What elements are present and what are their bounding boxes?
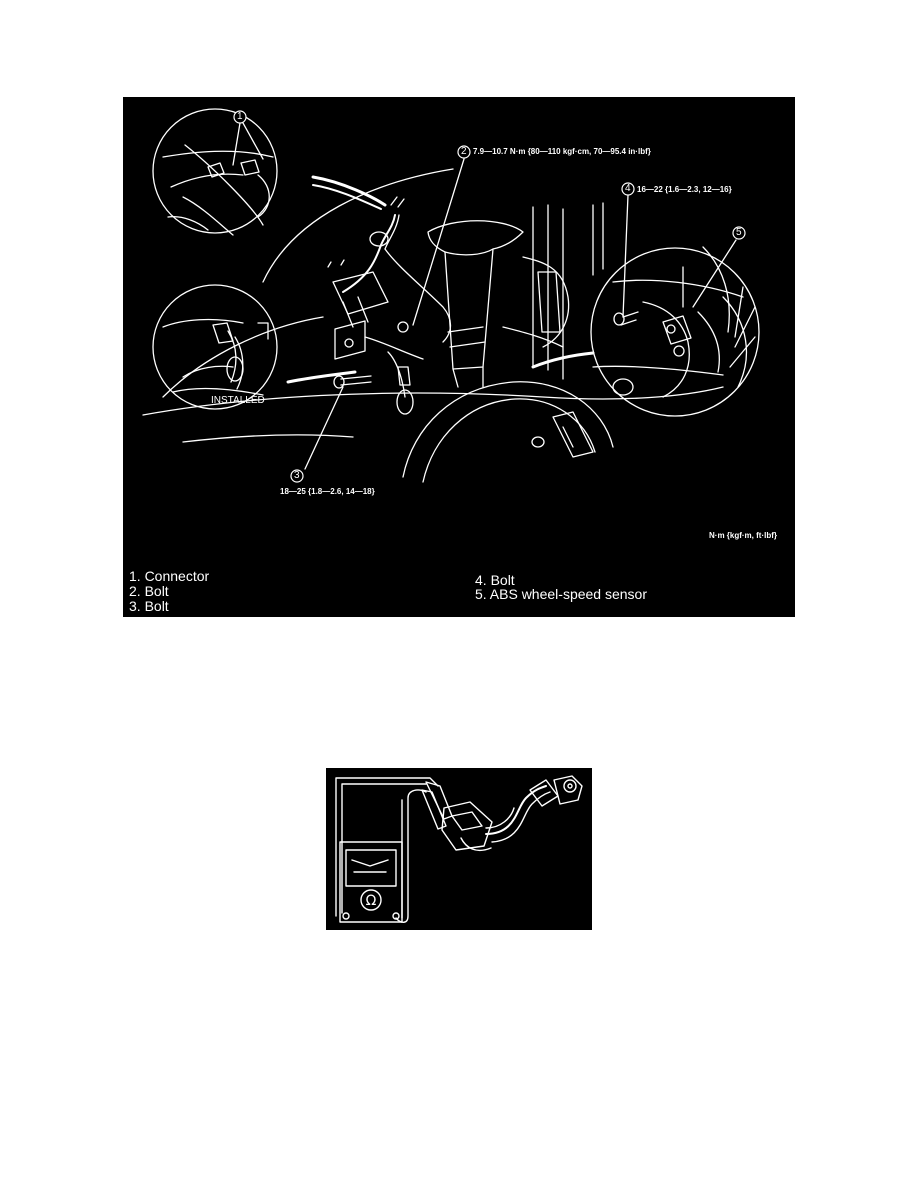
diagram-illustration <box>142 108 760 483</box>
sensor-connector <box>441 801 493 851</box>
leader-line-5 <box>692 239 737 308</box>
resistance-check-diagram: Ω <box>326 768 592 930</box>
installed-label: INSTALLED <box>211 395 265 406</box>
callout-3-number: 3 <box>294 470 300 481</box>
callout-2-number: 2 <box>461 146 467 157</box>
torque-spec-3: 18—25 {1.8—2.6, 14—18} <box>280 487 375 496</box>
callout-5-number: 5 <box>736 227 742 238</box>
probe-left <box>425 781 453 820</box>
callout-1-number: 1 <box>237 111 243 122</box>
callout-circle-4 <box>621 182 635 196</box>
legend-item-connector: 1. Connector <box>129 568 210 584</box>
leader-line-1 <box>232 122 264 166</box>
callout-circle-5 <box>732 226 746 240</box>
sensor-installation-diagram: 1 2 3 4 5 7.9—10.7 N·m {80—110 kgf·cm, 7… <box>123 97 795 617</box>
installed-detail-circle <box>152 284 278 410</box>
leader-line-3 <box>304 386 344 470</box>
test-lead-left <box>335 777 439 917</box>
hub-sensor-detail-circle <box>590 246 760 417</box>
legend-item-abs-sensor: 5. ABS wheel-speed sensor <box>475 586 647 602</box>
wheel-speed-sensor-icon <box>529 775 583 807</box>
body-panel-outline <box>262 168 454 283</box>
strut-assembly <box>427 220 524 370</box>
connector-detail-circle <box>152 108 278 236</box>
ohm-symbol: Ω <box>366 893 377 909</box>
brake-rotor <box>402 381 614 483</box>
unit-note: N·m {kgf·m, ft·lbf} <box>709 531 777 540</box>
callout-4-number: 4 <box>625 183 631 194</box>
leader-line-4 <box>622 194 629 318</box>
callout-circle-3 <box>290 469 304 483</box>
legend-item-bolt-3: 3. Bolt <box>129 598 169 614</box>
ohmmeter-illustration: Ω <box>335 775 583 923</box>
leader-line-2 <box>412 158 465 326</box>
callout-circle-1 <box>233 110 247 124</box>
ohmmeter-icon: Ω <box>339 841 403 923</box>
legend-item-bolt-2: 2. Bolt <box>129 583 169 599</box>
torque-spec-2: 7.9—10.7 N·m {80—110 kgf·cm, 70—95.4 in·… <box>473 147 651 156</box>
torque-spec-4: 16—22 {1.6—2.3, 12—16} <box>637 185 732 194</box>
sensor-cable <box>485 785 547 835</box>
legend-item-bolt-4: 4. Bolt <box>475 572 515 588</box>
callout-circle-2 <box>457 145 471 159</box>
